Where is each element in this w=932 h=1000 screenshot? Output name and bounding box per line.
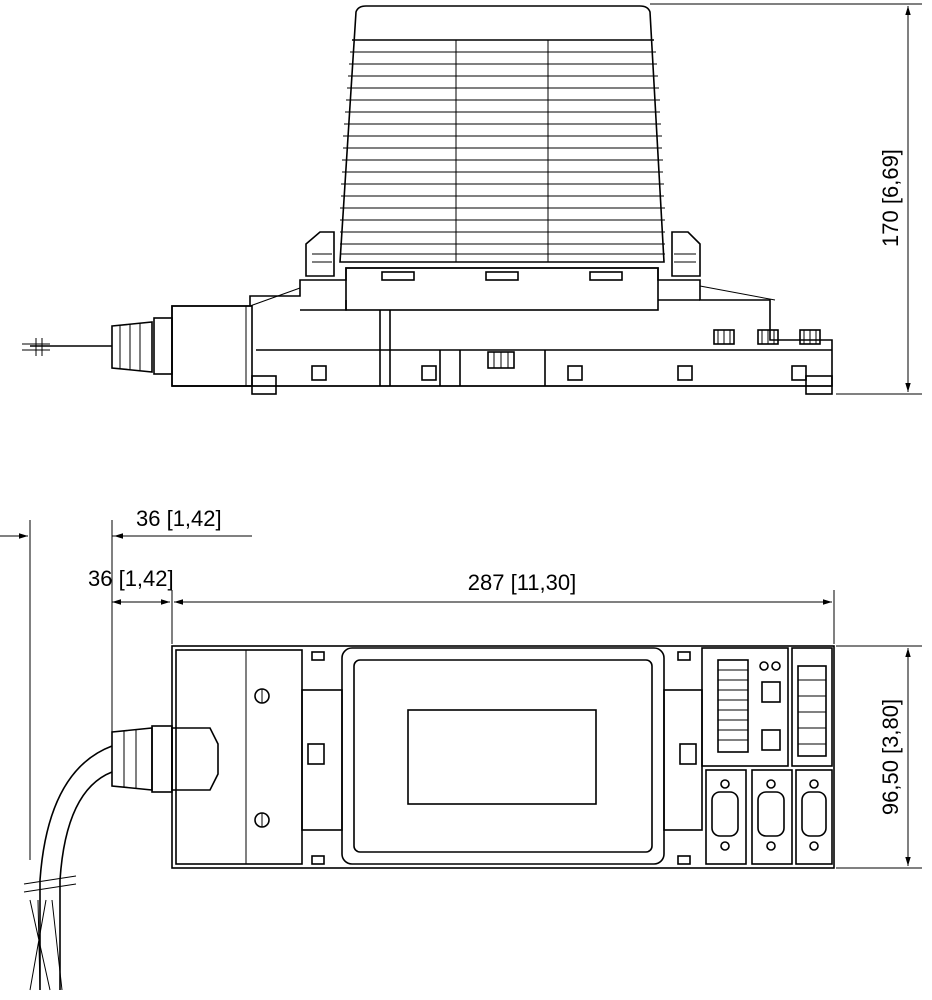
sub-d-connectors	[705, 769, 833, 865]
side-view	[22, 5, 833, 395]
side-connectors	[713, 329, 821, 345]
top-offset-dimension-label: 36 [1,42]	[136, 506, 222, 531]
length-dimension-label: 287 [11,30]	[468, 570, 576, 595]
dimension-lines	[0, 3, 922, 869]
top-view	[23, 645, 835, 991]
width-dimension-label: 96,50 [3,80]	[878, 699, 903, 815]
height-dimension-label: 170 [6,69]	[878, 149, 903, 247]
heatsink-ribs	[340, 40, 665, 262]
bottom-offset-dimension-label: 36 [1,42]	[88, 566, 174, 591]
